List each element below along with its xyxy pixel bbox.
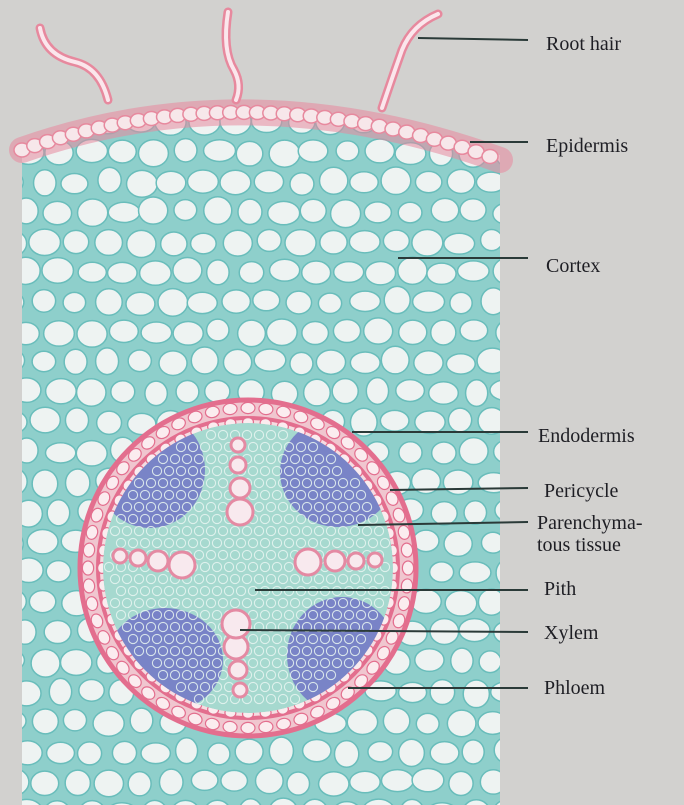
label-pericycle: Pericycle	[544, 480, 618, 502]
label-phloem: Phloem	[544, 677, 605, 699]
label-cortex: Cortex	[546, 255, 600, 277]
label-pith: Pith	[544, 578, 576, 600]
label-parenchymatous-tissue: Parenchyma-tous tissue	[537, 512, 673, 556]
label-endodermis: Endodermis	[538, 425, 635, 447]
label-xylem: Xylem	[544, 622, 598, 644]
label-root-hair: Root hair	[546, 33, 621, 55]
label-epidermis: Epidermis	[546, 135, 628, 157]
